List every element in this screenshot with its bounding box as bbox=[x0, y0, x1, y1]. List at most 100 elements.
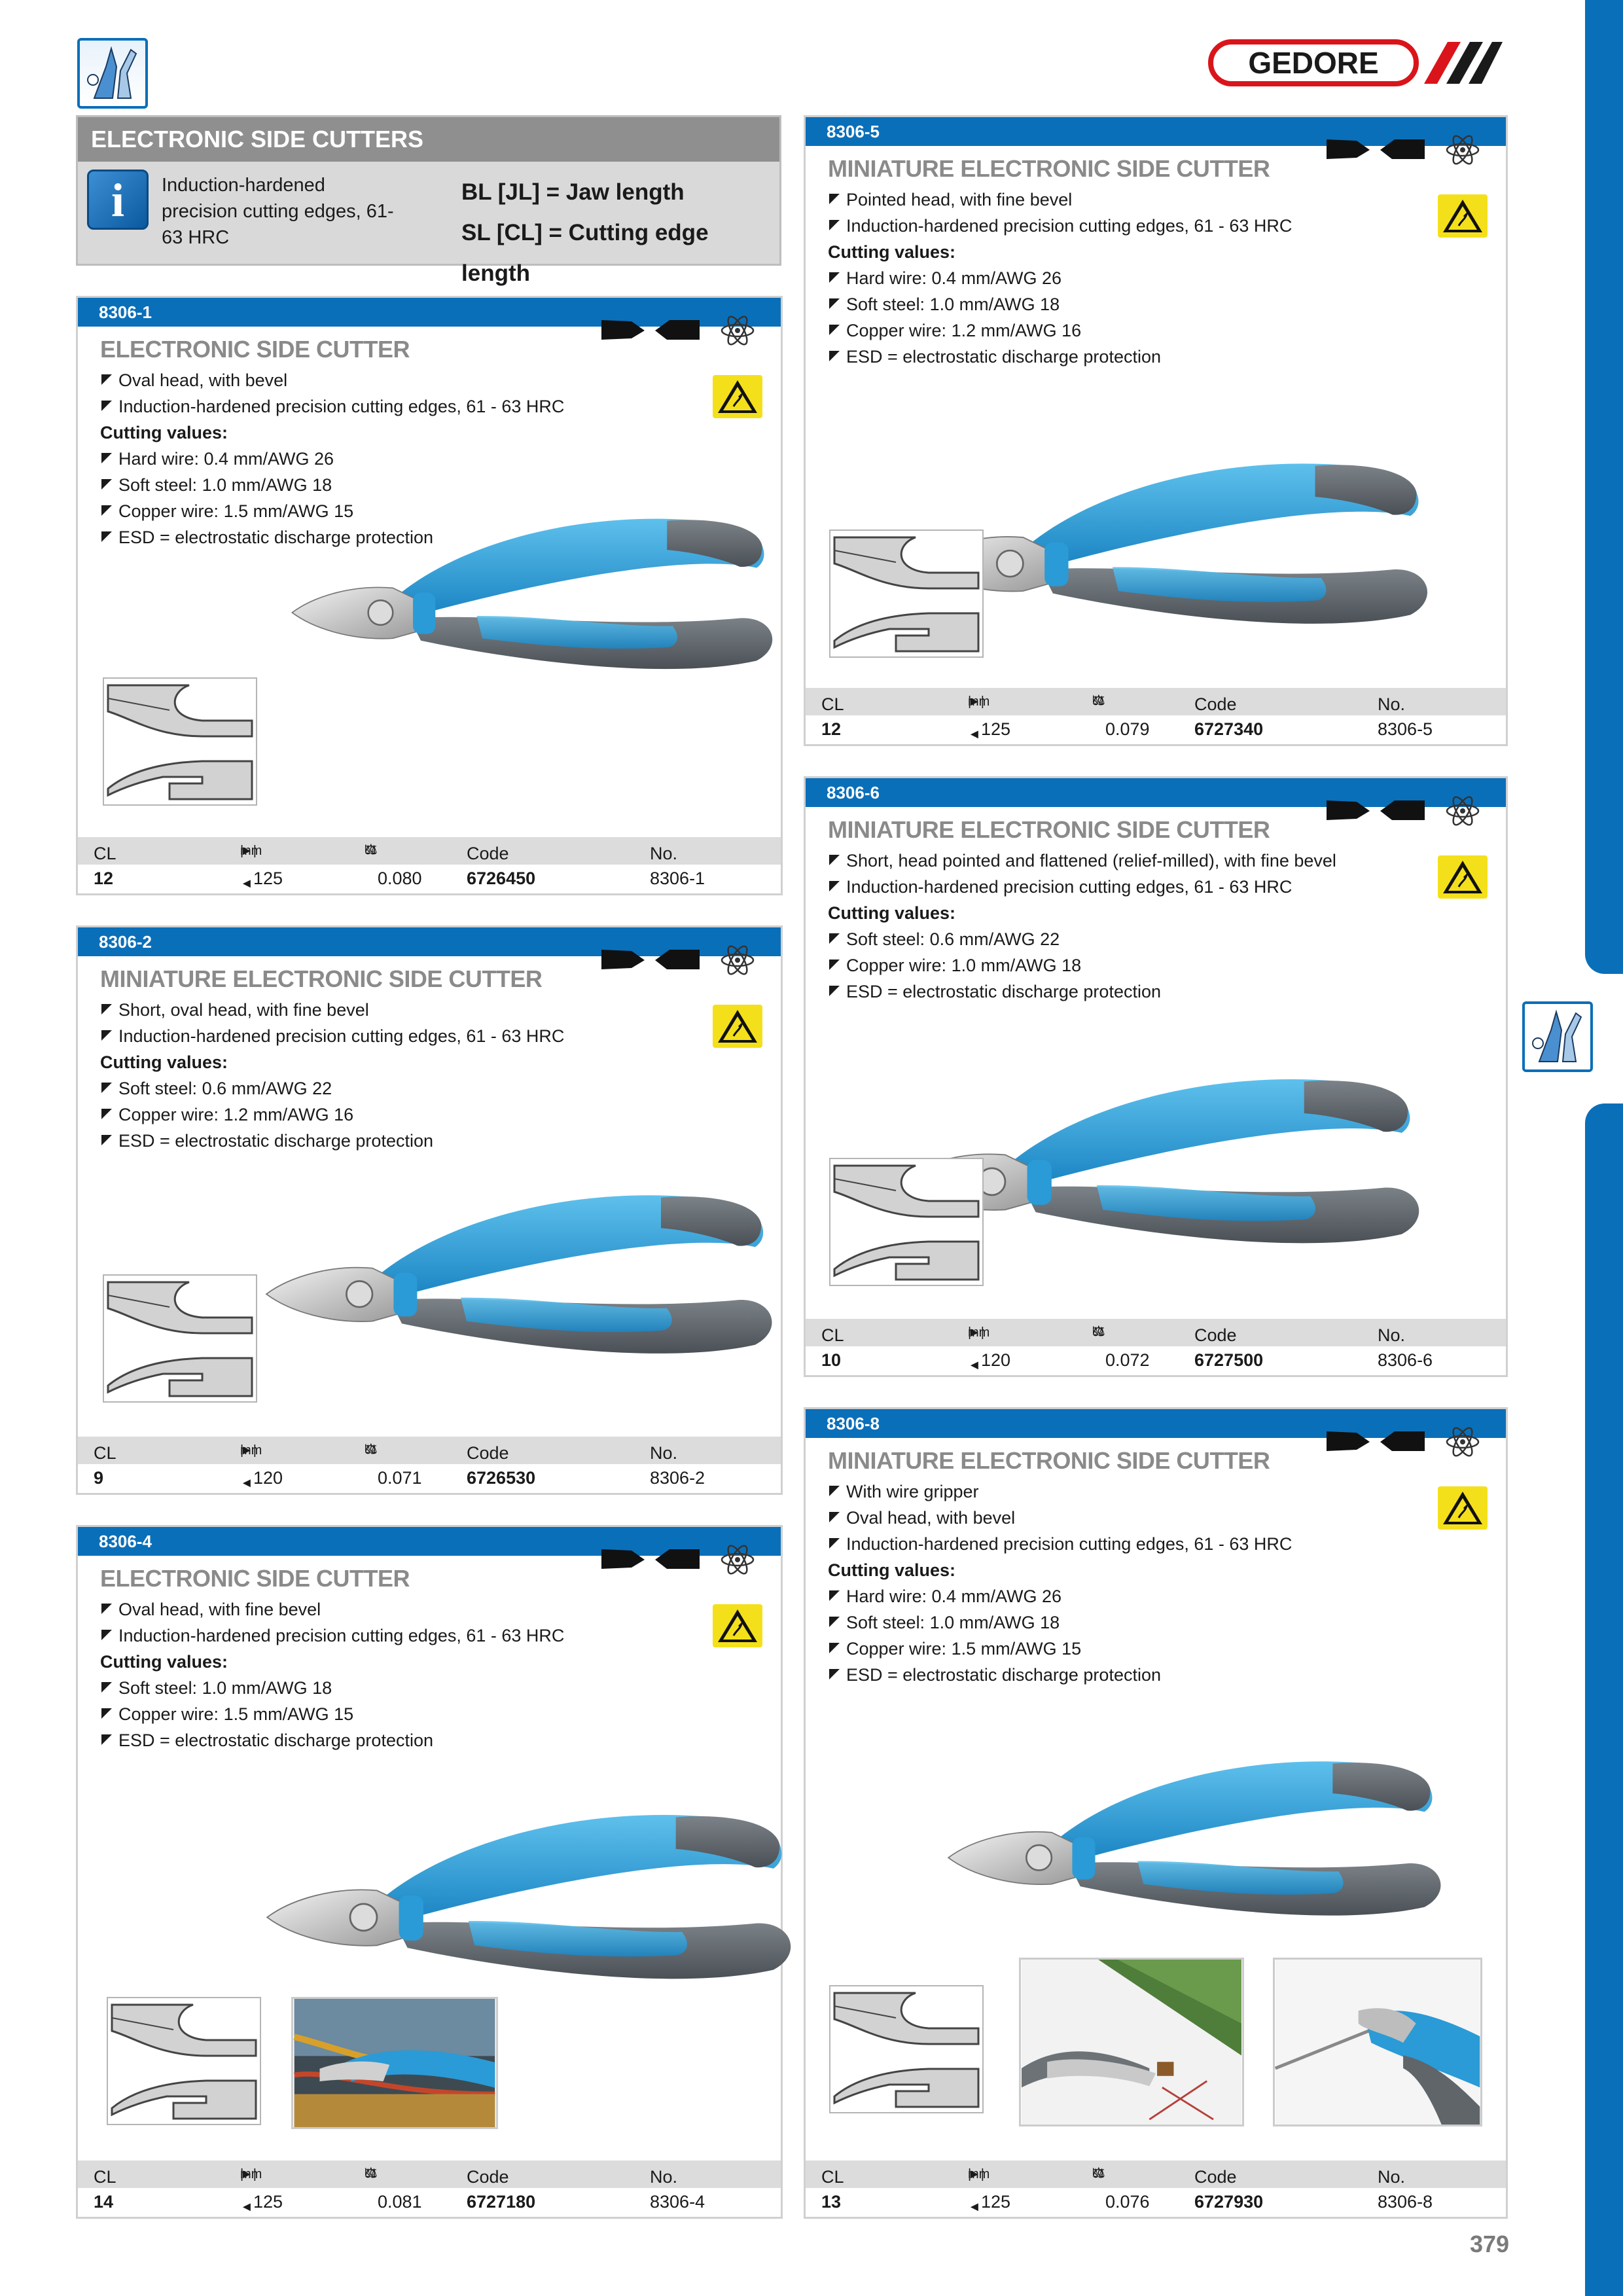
cutting-values-header: Cutting values: bbox=[828, 903, 956, 923]
product-title: MINIATURE ELECTRONIC SIDE CUTTER bbox=[100, 965, 543, 992]
feature-item: Induction-hardened precision cutting edg… bbox=[828, 874, 1336, 900]
atom-icon bbox=[719, 1541, 756, 1578]
product-image-pliers bbox=[255, 1795, 804, 1996]
esd-warning-icon bbox=[713, 375, 762, 418]
cutting-values-header: Cutting values: bbox=[100, 423, 228, 442]
cutting-value-item: Soft steel: 0.6 mm/AWG 22 bbox=[100, 1075, 564, 1102]
spec-col-cl: CL bbox=[821, 2167, 844, 2187]
spec-col-kg: kg bbox=[365, 1443, 376, 1454]
spec-col-no: No. bbox=[1378, 694, 1406, 714]
feature-item: Oval head, with fine bevel bbox=[100, 1596, 564, 1623]
spec-cl-value: 10 bbox=[821, 1350, 842, 1370]
spec-mm-value: 120 bbox=[253, 1468, 283, 1488]
feature-item: Oval head, with bevel bbox=[828, 1505, 1292, 1531]
cutting-value-item: ESD = electrostatic discharge protection bbox=[100, 1128, 564, 1154]
spec-code-value: 6727180 bbox=[467, 2192, 536, 2212]
cutting-value-item: Soft steel: 1.0 mm/AWG 18 bbox=[100, 1675, 564, 1701]
spec-kg-value: 0.079 bbox=[1105, 719, 1150, 739]
spec-col-code: Code bbox=[1194, 2167, 1237, 2187]
spec-cl-value: 14 bbox=[94, 2192, 114, 2212]
cutting-value-item: ESD = electrostatic discharge protection bbox=[100, 524, 564, 550]
product-number-bar: 8306-6 bbox=[806, 778, 1506, 807]
spec-col-code: Code bbox=[1194, 694, 1237, 714]
jaw-profile-icon bbox=[601, 1547, 700, 1571]
spec-col-no: No. bbox=[650, 2167, 678, 2187]
spec-col-kg: kg bbox=[365, 2167, 376, 2178]
cutting-value-item: Soft steel: 1.0 mm/AWG 18 bbox=[828, 291, 1292, 317]
product-title: MINIATURE ELECTRONIC SIDE CUTTER bbox=[828, 155, 1270, 182]
cutting-value-item: ESD = electrostatic discharge protection bbox=[828, 1662, 1292, 1688]
cutting-value-item: Hard wire: 0.4 mm/AWG 26 bbox=[100, 446, 564, 472]
esd-warning-icon bbox=[1438, 1486, 1488, 1530]
jaw-diagram bbox=[103, 677, 257, 806]
cutting-value-item: ESD = electrostatic discharge protection bbox=[828, 978, 1336, 1005]
jaw-profile-icon bbox=[1327, 137, 1425, 162]
header-info-box: ELECTRONIC SIDE CUTTERS i Induction-hard… bbox=[76, 115, 781, 286]
jaw-diagram bbox=[103, 1274, 257, 1403]
spec-col-cl: CL bbox=[94, 1443, 116, 1463]
feature-item: Short, oval head, with fine bevel bbox=[100, 997, 564, 1023]
spec-cl-value: 12 bbox=[94, 869, 114, 888]
spec-col-mm: mm bbox=[968, 2167, 990, 2181]
product-image-pliers bbox=[904, 444, 1440, 641]
brand-name: GEDORE bbox=[1248, 46, 1378, 80]
spec-col-code: Code bbox=[467, 844, 509, 863]
jaw-diagram bbox=[829, 1985, 984, 2113]
spec-col-mm: mm bbox=[968, 694, 990, 709]
atom-icon bbox=[1444, 132, 1481, 168]
application-photo bbox=[291, 1997, 498, 2129]
atom-icon bbox=[719, 312, 756, 349]
header-title: ELECTRONIC SIDE CUTTERS bbox=[78, 117, 779, 162]
product-card-8306-2: 8306-2 MINIATURE ELECTRONIC SIDE CUTTER Sh… bbox=[76, 925, 783, 1495]
spec-cl-value: 13 bbox=[821, 2192, 842, 2212]
atom-icon bbox=[1444, 1424, 1481, 1460]
atom-icon bbox=[1444, 793, 1481, 829]
spec-col-mm: mm bbox=[240, 1443, 262, 1458]
spec-col-mm: mm bbox=[968, 1325, 990, 1340]
product-title: MINIATURE ELECTRONIC SIDE CUTTER bbox=[828, 1447, 1270, 1474]
esd-warning-icon bbox=[713, 1005, 762, 1048]
esd-warning-icon bbox=[713, 1604, 762, 1647]
spec-code-value: 6727930 bbox=[1194, 2192, 1264, 2212]
feature-list: Short, head pointed and flattened (relie… bbox=[828, 848, 1336, 1005]
gedore-logo: GEDORE bbox=[1208, 38, 1503, 88]
product-image-pliers bbox=[936, 1743, 1454, 1932]
esd-warning-icon bbox=[1438, 855, 1488, 899]
spec-col-cl: CL bbox=[94, 844, 116, 863]
jaw-diagram bbox=[829, 1158, 984, 1286]
product-number-bar: 8306-8 bbox=[806, 1409, 1506, 1438]
cutting-value-item: Copper wire: 1.5 mm/AWG 15 bbox=[828, 1636, 1292, 1662]
feature-item: With wire gripper bbox=[828, 1479, 1292, 1505]
esd-warning-icon bbox=[1438, 194, 1488, 238]
feature-item: Short, head pointed and flattened (relie… bbox=[828, 848, 1336, 874]
spec-col-kg: kg bbox=[1092, 1325, 1103, 1336]
spec-kg-value: 0.076 bbox=[1105, 2192, 1150, 2212]
feature-item: Induction-hardened precision cutting edg… bbox=[100, 1623, 564, 1649]
spec-col-kg: kg bbox=[1092, 2167, 1103, 2178]
cutting-values-header: Cutting values: bbox=[100, 1052, 228, 1072]
header-definitions: BL [JL] = Jaw length SL [CL] = Cutting e… bbox=[461, 172, 779, 294]
spec-no-value: 8306-6 bbox=[1378, 1350, 1433, 1370]
jaw-profile-icon bbox=[601, 947, 700, 972]
spec-kg-value: 0.072 bbox=[1105, 1350, 1150, 1370]
spec-col-kg: kg bbox=[1092, 694, 1103, 706]
spec-no-value: 8306-2 bbox=[650, 1468, 705, 1488]
product-title: ELECTRONIC SIDE CUTTER bbox=[100, 1565, 410, 1592]
pliers-category-icon bbox=[77, 38, 148, 109]
cutting-value-item: Soft steel: 1.0 mm/AWG 18 bbox=[100, 472, 564, 498]
pliers-category-icon-side bbox=[1522, 1001, 1593, 1072]
